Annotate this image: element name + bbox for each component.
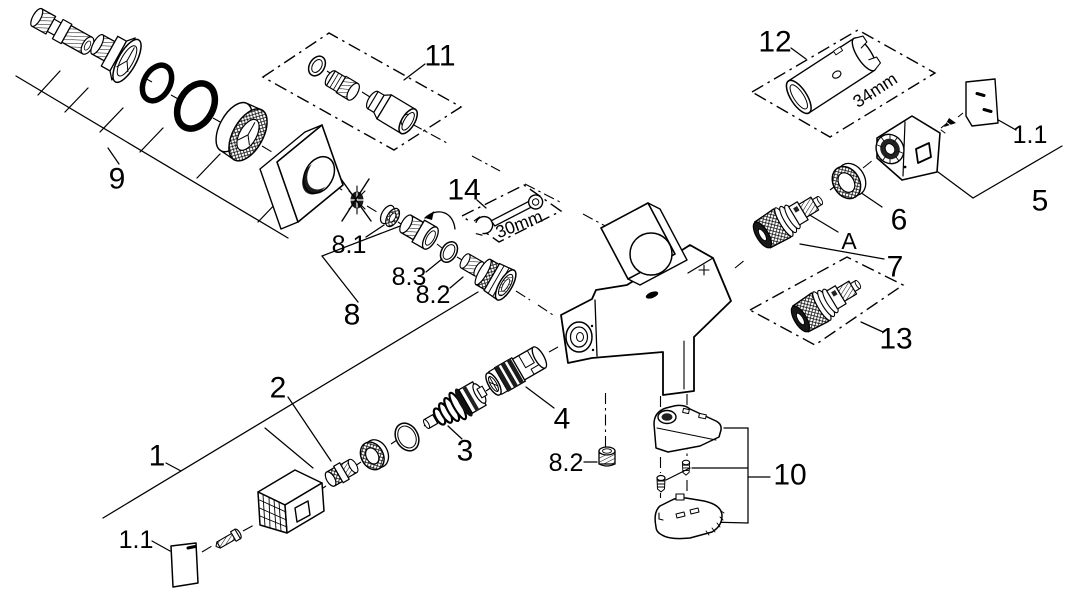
bracket-group-1 [102,291,479,519]
leader-8-2-mid [449,276,464,289]
thermostatic-cartridge-spare [786,268,869,337]
label-part-5: 5 [1032,185,1049,218]
o-ring-adapter [307,55,327,77]
leader-lines [15,47,1063,552]
diverter [485,346,548,396]
label-part-1-1-bottom: 1.1 [119,526,154,554]
open-end-wrench [467,194,544,236]
leader-3 [447,425,463,440]
o-ring-union [439,241,459,263]
outlet-cap [365,90,419,135]
escutcheon-plate [259,124,344,230]
leader-A [807,213,839,233]
leader-4 [525,386,555,409]
leader-5 [937,145,1063,199]
x-mark [340,178,372,222]
leader-11 [403,63,426,81]
stop-ring [831,162,867,200]
crossed-out-part [340,178,372,222]
leader-14 [476,199,487,209]
cube-handle [257,469,325,534]
label-part-3: 3 [457,435,474,468]
rotation-arrow [424,211,456,230]
leader-8-1 [365,224,385,238]
union-flange [90,33,142,84]
label-part-6: 6 [891,204,908,237]
faucet-body [560,202,732,396]
label-part-11: 11 [424,40,455,73]
box-group-12 [750,29,937,138]
thermostatic-cartridge [748,184,831,253]
o-ring-handle [394,422,420,452]
union-nut [474,258,517,301]
label-letter-a: A [841,228,857,254]
label-part-2: 2 [270,372,287,405]
label-part-4: 4 [554,403,571,436]
cover-plate [170,542,199,588]
label-part-12: 12 [758,26,791,59]
label-part-14: 14 [447,174,480,207]
handle-screw [215,528,242,549]
box-group-11 [261,32,463,151]
o-ring-small [139,62,175,104]
outlet-adapter [324,70,360,101]
shower-holder [653,404,722,453]
label-part-1: 1 [149,440,166,473]
leader-2 [287,396,332,462]
label-part-8-2-mid: 8.2 [416,281,451,309]
leader-12 [790,47,807,60]
leader-1-1-bottom [151,540,171,552]
leader-13 [860,321,884,333]
handle-adapter [324,458,359,487]
leader-9 [107,147,120,165]
box-group-13 [748,256,905,346]
label-part-1-1-top: 1.1 [1013,121,1048,149]
inlet-port [565,321,593,353]
mounting-plate [965,78,999,127]
holder-screw [656,474,666,493]
soap-dish [654,493,725,540]
threaded-bushing [459,253,485,277]
label-part-10: 10 [773,459,806,492]
leader-8 [320,222,409,303]
label-part-13: 13 [879,323,912,356]
flanged-ring [359,439,390,471]
connection-nipple [30,7,95,55]
plug [598,446,616,467]
label-part-7: 7 [887,251,904,284]
handle-housing [875,115,941,181]
label-part-8-3: 8.3 [392,263,427,291]
bracket-group-10 [665,427,771,524]
leader-1 [165,462,182,472]
bracket-group-9 [15,75,289,239]
label-part-8-1: 8.1 [332,231,367,259]
socket-sleeve-34mm [785,35,882,115]
label-part-8-2-bottom: 8.2 [549,449,584,477]
leader-7 [799,243,885,260]
knurled-disc [379,204,401,228]
o-ring-large [173,80,219,132]
grub-screw [940,118,956,134]
label-part-8: 8 [344,299,361,332]
label-part-9: 9 [109,163,126,196]
s-union-fitting [399,214,439,250]
knurled-ring-nut [215,101,268,162]
holder-screw [681,459,691,476]
leader-8-3 [425,258,443,273]
cartridge [423,381,488,429]
